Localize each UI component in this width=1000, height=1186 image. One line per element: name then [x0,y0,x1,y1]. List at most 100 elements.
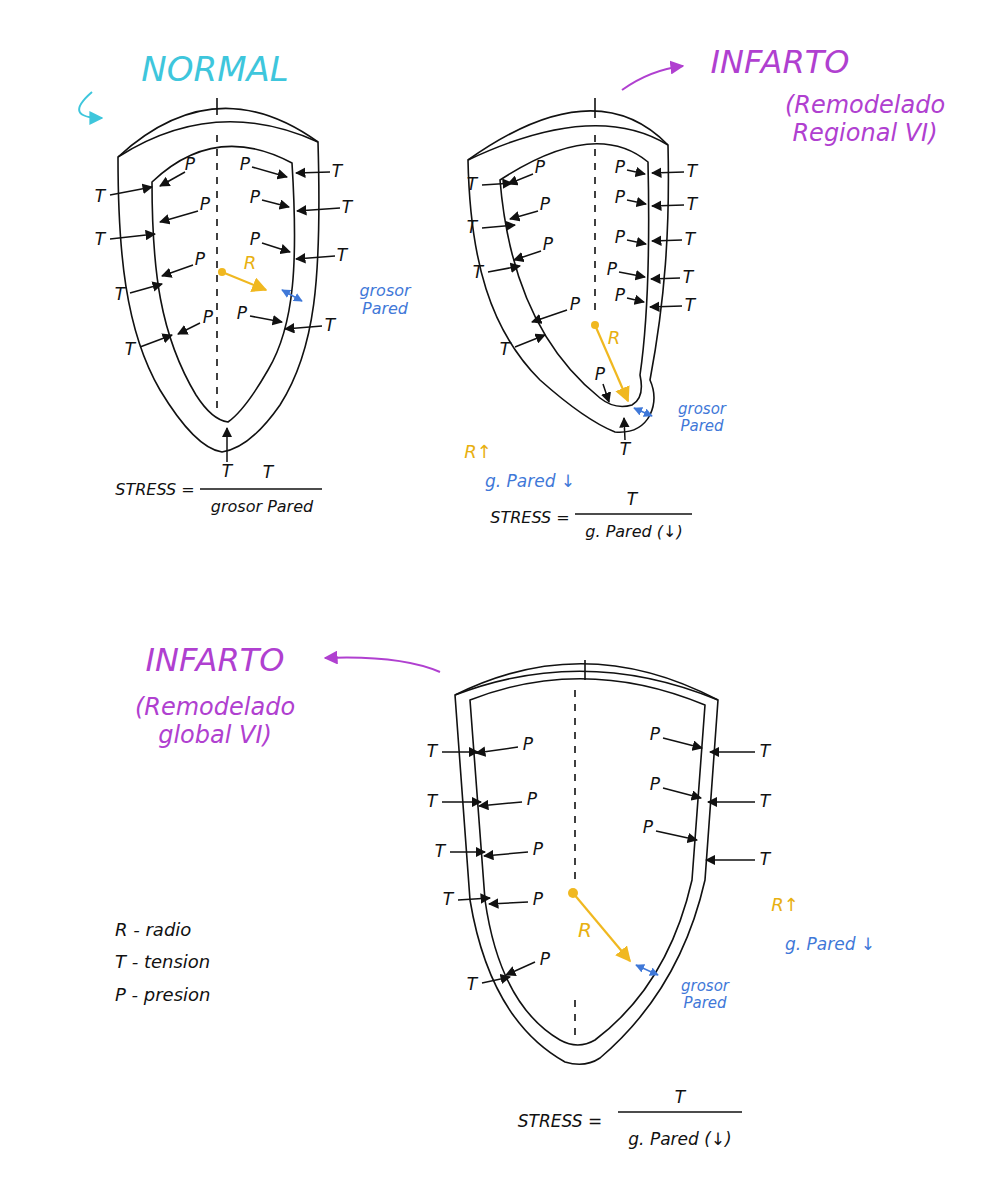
label: P [533,890,543,910]
label: P [535,158,545,178]
label: T [760,850,770,870]
fraction-bar [618,1111,742,1113]
force-arrow [515,335,545,347]
label: P [595,365,605,385]
label: R [608,328,621,349]
label: P [615,188,625,208]
label: STRESS = [490,509,569,527]
pointer-arrow [325,658,440,672]
label: T [473,263,483,283]
force-arrow [656,831,697,840]
label: T [683,268,693,288]
label: T [760,742,770,762]
force-arrow [160,172,185,186]
label: T [125,340,135,360]
force-arrow [442,751,478,753]
force-arrow [595,325,628,401]
label: T [427,742,437,762]
label: P - presion [115,985,211,1006]
force-arrow [484,852,528,856]
label: P [250,230,260,250]
label: grosor Pared [665,978,745,1013]
outer-wall [455,664,718,1065]
label: T [685,296,695,316]
label: P [607,260,617,280]
label: T [687,162,697,182]
label: NORMAL [141,50,288,89]
label: R↑ [464,442,492,463]
label: grosor Pared [211,498,313,516]
label: T [760,792,770,812]
force-arrow [110,187,152,195]
axis-line [216,135,218,415]
label: T [95,230,105,250]
tick [594,98,596,118]
label: T [342,198,352,218]
label: T [500,340,510,360]
force-arrow [296,172,330,173]
inner-wall [500,144,649,407]
base-band [118,122,318,157]
force-arrow [482,977,510,983]
base-band [455,671,718,700]
force-arrow [663,738,702,748]
force-arrow [710,751,755,753]
tick [216,98,218,115]
label: P [527,790,537,810]
label: P [615,158,625,178]
label: INFARTO [146,642,285,679]
label: g. Pared (↓) [628,1130,731,1150]
force-arrow [514,251,541,260]
force-arrow [250,316,282,322]
force-arrow [650,306,682,307]
label: P [185,155,195,175]
label: T [222,462,232,482]
force-arrow [226,428,228,462]
label: P [615,228,625,248]
force-arrow [458,898,490,900]
fraction-bar [575,513,692,515]
label: P [540,950,550,970]
force-arrow [652,240,682,241]
force-arrow [297,208,340,211]
force-arrow [282,290,302,301]
label: P [237,304,247,324]
label: g. Pared ↓ [485,472,575,492]
force-arrow [482,225,515,228]
force-arrow [624,418,625,440]
label: P [643,818,653,838]
label: T [443,890,453,910]
force-arrow [627,170,645,174]
force-arrow [262,200,289,207]
force-arrow [603,384,609,402]
pointer-arrow [622,66,683,90]
label: STRESS = [115,481,194,499]
label: grosor Pared [662,401,742,436]
label: P [203,308,213,328]
force-arrow [252,167,287,177]
force-arrow [222,272,266,290]
base-band [468,126,668,160]
label: P [200,195,210,215]
force-arrow [296,256,335,259]
axis-line [574,690,576,880]
force-arrow [634,408,652,416]
label: T [685,230,695,250]
label: T [687,195,697,215]
inner-wall [152,146,295,422]
force-arrow [663,788,701,798]
force-arrow [178,323,200,334]
label: g. Pared (↓) [585,523,682,541]
label: P [240,155,250,175]
force-arrow [130,284,162,293]
force-arrow [627,240,646,244]
force-arrow [450,851,485,853]
force-arrow [262,243,290,252]
force-arrow [162,265,193,276]
label: T [427,792,437,812]
force-arrow [482,183,512,185]
force-arrow [488,266,520,272]
outer-wall [468,111,668,432]
label: P [523,735,533,755]
